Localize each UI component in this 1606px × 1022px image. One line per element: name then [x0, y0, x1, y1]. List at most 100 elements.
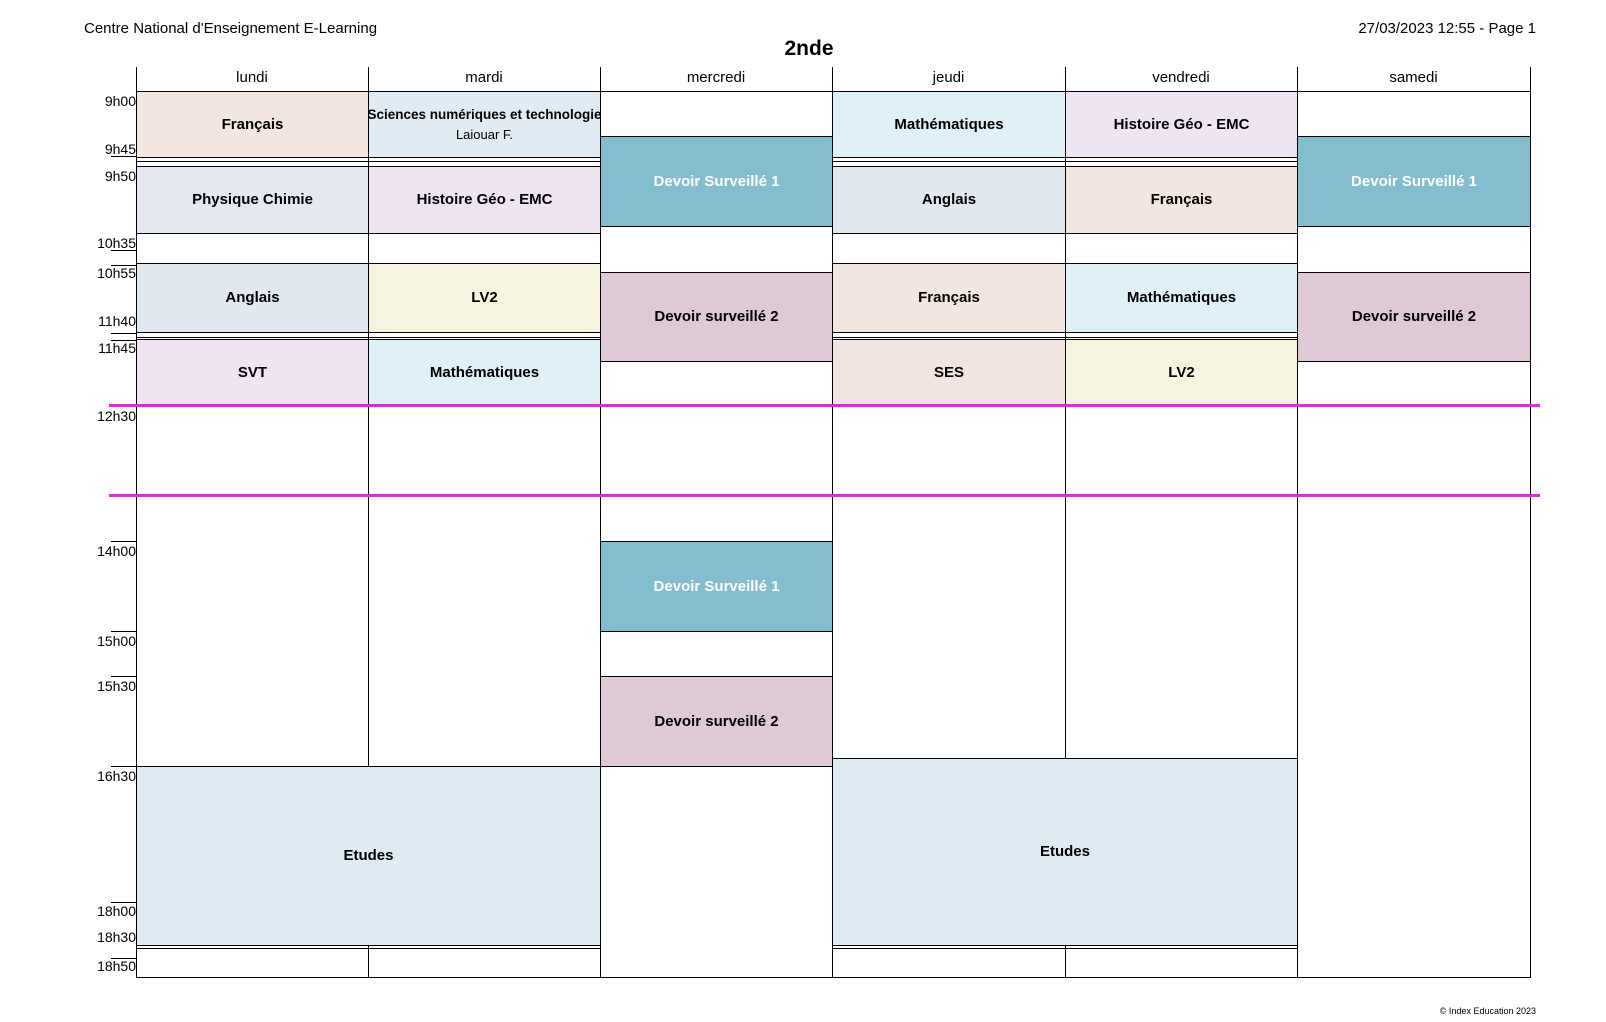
course-name: Devoir surveillé 2 — [654, 712, 779, 730]
course-name: LV2 — [1168, 364, 1195, 381]
day-header-jeudi: jeudi — [932, 69, 965, 86]
grid-line — [368, 67, 369, 978]
course-name: Français — [1150, 191, 1213, 208]
study-block[interactable]: Etudes — [832, 758, 1298, 946]
time-label: 12h30 — [97, 408, 136, 424]
course-block[interactable]: Français — [832, 263, 1066, 333]
grid-line — [1530, 67, 1531, 978]
course-name: Anglais — [225, 289, 280, 306]
exam-block[interactable]: Devoir Surveillé 1 — [600, 541, 833, 632]
course-block[interactable]: Histoire Géo - EMC — [368, 166, 601, 234]
course-block[interactable]: Histoire Géo - EMC — [1065, 91, 1298, 158]
grid-line — [136, 948, 600, 949]
course-name: Anglais — [921, 191, 977, 208]
course-name: Français — [221, 115, 284, 133]
time-tick — [111, 156, 136, 157]
print-date-page: 27/03/2023 12:55 - Page 1 — [1358, 20, 1536, 37]
day-header-lundi: lundi — [236, 69, 268, 86]
time-label: 11h40 — [98, 313, 136, 329]
day-header-vendredi: vendredi — [1152, 69, 1210, 86]
course-name: Histoire Géo - EMC — [416, 191, 553, 208]
course-name: Sciences numériques et technologie — [368, 106, 601, 122]
time-label: 10h55 — [97, 265, 136, 281]
exam-block[interactable]: Devoir surveillé 2 — [600, 676, 833, 767]
course-name: Français — [918, 289, 980, 306]
grid-line — [136, 67, 137, 978]
time-label: 16h30 — [97, 768, 136, 784]
time-tick — [111, 333, 136, 334]
course-name: Devoir Surveillé 1 — [653, 577, 780, 595]
course-name: Devoir Surveillé 1 — [653, 172, 780, 190]
time-label: 15h00 — [97, 633, 136, 649]
exam-block[interactable]: Devoir Surveillé 1 — [1297, 136, 1531, 227]
time-label: 14h00 — [97, 543, 136, 559]
day-header-mardi: mardi — [465, 69, 503, 86]
day-header-samedi: samedi — [1389, 69, 1438, 86]
grid-line — [1297, 67, 1298, 978]
time-tick — [111, 265, 136, 266]
course-block[interactable]: Français — [1065, 166, 1298, 234]
course-name: LV2 — [471, 289, 498, 306]
copyright-footer: © Index Education 2023 — [1439, 1006, 1536, 1016]
time-tick — [111, 902, 136, 903]
grid-line — [136, 977, 1531, 978]
course-name: Mathématiques — [1126, 289, 1237, 306]
day-header-mercredi: mercredi — [686, 69, 746, 86]
course-block[interactable]: Anglais — [136, 263, 369, 333]
course-name: Devoir surveillé 2 — [654, 308, 779, 325]
teacher-name: Laiouar F. — [455, 126, 514, 142]
time-tick — [111, 766, 136, 767]
institution-name: Centre National d'Enseignement E-Learnin… — [84, 20, 378, 37]
study-block[interactable]: Etudes — [136, 766, 601, 946]
course-name: SES — [933, 364, 964, 381]
exam-block[interactable]: Devoir surveillé 2 — [1297, 272, 1531, 362]
time-label: 15h30 — [97, 678, 136, 694]
grid-line — [832, 161, 1297, 162]
time-label: 9h50 — [104, 168, 136, 184]
course-block[interactable]: Mathématiques — [832, 91, 1066, 158]
page-title: 2nde — [784, 37, 834, 60]
time-tick — [111, 676, 136, 677]
time-tick — [111, 541, 136, 542]
grid-line — [136, 337, 600, 338]
grid-line — [832, 337, 1297, 338]
time-tick — [111, 340, 136, 341]
grid-line — [832, 948, 1297, 949]
exam-block[interactable]: Devoir surveillé 2 — [600, 272, 833, 362]
lunch-end-line — [109, 494, 1540, 497]
grid-line — [832, 67, 833, 978]
course-name: Devoir surveillé 2 — [1351, 308, 1477, 325]
course-block[interactable]: Physique Chimie — [136, 166, 369, 234]
time-label: 9h00 — [104, 93, 136, 109]
course-block[interactable]: LV2 — [368, 263, 601, 333]
time-tick — [111, 631, 136, 632]
course-name: Devoir Surveillé 1 — [1351, 172, 1477, 190]
course-block[interactable]: Anglais — [832, 166, 1066, 234]
course-name: Histoire Géo - EMC — [1113, 115, 1250, 133]
course-block[interactable]: Mathématiques — [1065, 263, 1298, 333]
course-block[interactable]: LV2 — [1065, 339, 1298, 407]
time-label: 18h00 — [97, 903, 136, 919]
time-label: 9h45 — [104, 141, 136, 157]
course-name: Physique Chimie — [192, 191, 313, 208]
grid-line — [600, 67, 601, 978]
time-label: 11h45 — [98, 340, 136, 356]
course-name: Mathématiques — [894, 115, 1004, 133]
lunch-start-line — [109, 404, 1540, 407]
time-tick — [111, 958, 136, 959]
course-block[interactable]: SVT — [136, 339, 369, 407]
time-tick — [111, 250, 136, 251]
exam-block[interactable]: Devoir Surveillé 1 — [600, 136, 833, 227]
course-block[interactable]: Mathématiques — [368, 339, 601, 407]
course-block[interactable]: SES — [832, 339, 1066, 407]
time-label: 18h30 — [97, 929, 136, 945]
course-block[interactable]: Sciences numériques et technologie Laiou… — [368, 91, 601, 158]
time-label: 18h50 — [97, 958, 136, 974]
course-name: Etudes — [343, 847, 394, 864]
grid-line — [136, 161, 600, 162]
time-label: 10h35 — [97, 235, 136, 251]
course-name: Mathématiques — [429, 364, 540, 381]
course-block[interactable]: Français — [136, 91, 369, 158]
course-name: Etudes — [1039, 843, 1090, 860]
